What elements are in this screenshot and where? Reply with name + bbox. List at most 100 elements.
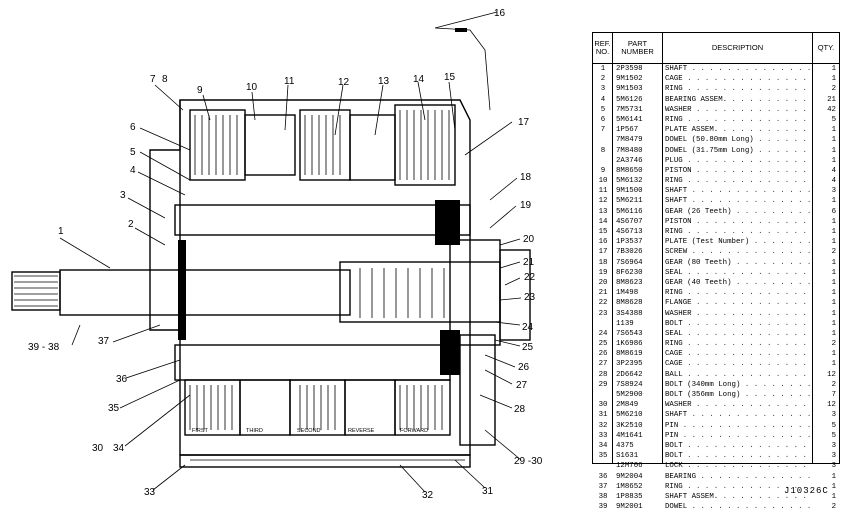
row-description: PLUG: [663, 156, 813, 166]
row-part-number: 1P567: [616, 126, 639, 135]
row-part-number: 12M706: [616, 462, 643, 471]
table-row: 29M1502CAGE1: [593, 74, 839, 84]
table-row: 251K6986RING2: [593, 339, 839, 349]
header-ref-no: REF. NO.: [593, 33, 613, 63]
callout-3: 3: [120, 190, 126, 201]
callout-17: 17: [518, 117, 530, 128]
callout-28: 28: [514, 404, 526, 415]
row-part-number: 9M2004: [616, 472, 643, 481]
row-qty: 12: [827, 401, 836, 410]
row-ref: 26: [598, 350, 608, 359]
row-description: PIN: [663, 421, 813, 431]
row-ref: 9: [600, 166, 606, 175]
row-qty: 3: [831, 462, 836, 471]
row-description: RING: [663, 115, 813, 125]
row-description: SHAFT: [663, 186, 813, 196]
row-ref: 4: [600, 95, 606, 104]
row-part-number: 9M1500: [616, 187, 643, 196]
header-part-number: PART NUMBER: [613, 33, 663, 63]
callout-18: 18: [520, 172, 532, 183]
row-description: PISTON: [663, 217, 813, 227]
row-ref: [593, 156, 613, 166]
table-row: 1139BOLT1: [593, 319, 839, 329]
callout-5: 5: [130, 147, 136, 158]
callout-30: 30: [92, 443, 104, 454]
row-description: BOLT (356mm Long): [663, 390, 813, 400]
row-ref: 25: [598, 340, 608, 349]
row-part-number: 4S6713: [616, 228, 643, 236]
table-row: 7M8479 DOWEL (50.80mm Long)1: [593, 135, 839, 145]
row-ref: 13: [598, 207, 608, 216]
row-ref: 38: [598, 492, 608, 501]
row-part-number: 1M8652: [616, 482, 643, 491]
callout-25: 25: [522, 342, 534, 353]
row-description: GEAR (80 Teeth): [663, 258, 813, 268]
table-row: 315M6210SHAFT3: [593, 410, 839, 420]
row-part-number: 1M498: [616, 289, 639, 298]
callout-13: 13: [378, 76, 390, 87]
row-description: BEARING: [663, 472, 813, 482]
callout-11: 11: [284, 76, 295, 87]
row-qty: 1: [831, 329, 836, 338]
callout-12: 12: [338, 77, 350, 88]
row-ref: 22: [598, 299, 608, 308]
row-ref: 31: [598, 411, 608, 420]
table-row: 369M2004BEARING1: [593, 472, 839, 482]
row-part-number: 4M1641: [616, 431, 643, 440]
table-row: 39M1503RING2: [593, 84, 839, 94]
table-row: 65M6141RING5: [593, 115, 839, 125]
row-description: DOWEL (50.80mm Long): [663, 135, 813, 145]
transmission-cross-section-drawing: FIRST THIRD SECOND REVERSE FORWARD: [11, 8, 543, 501]
row-part-number: 9M1502: [616, 75, 643, 84]
table-row: 302M849WASHER12: [593, 400, 839, 410]
row-part-number: 9M2001: [616, 503, 643, 512]
row-qty: 1: [831, 258, 836, 267]
callout-10: 10: [246, 82, 258, 93]
row-part-number: 7S6964: [616, 258, 643, 267]
row-description: WASHER: [663, 400, 813, 410]
row-description: BOLT (340mm Long): [663, 380, 813, 390]
row-ref: 33: [598, 431, 608, 440]
callout-19: 19: [520, 200, 532, 211]
row-ref: [593, 461, 613, 471]
row-description: CAGE: [663, 74, 813, 84]
table-row: 323K2510PIN5: [593, 421, 839, 431]
table-row: 282D6642BALL12: [593, 370, 839, 380]
row-description: SHAFT ASSEM.: [663, 492, 813, 502]
table-row: 119M1500SHAFT3: [593, 186, 839, 196]
row-description: GEAR (26 Teeth): [663, 207, 813, 217]
row-part-number: 4375: [616, 441, 634, 450]
row-description: FLANGE: [663, 298, 813, 308]
row-qty: 1: [831, 278, 836, 287]
table-row: 211M498RING1: [593, 288, 839, 298]
callout-1: 1: [58, 226, 64, 237]
row-ref: [593, 319, 613, 329]
row-qty: 3: [831, 452, 836, 461]
row-part-number: 1139: [616, 319, 634, 328]
row-ref: 1: [600, 65, 606, 73]
row-part-number: 8M8650: [616, 166, 643, 175]
row-qty: 1: [831, 65, 836, 73]
row-description: BOLT: [663, 441, 813, 451]
row-qty: 1: [831, 238, 836, 247]
callout-33: 33: [144, 487, 156, 498]
row-ref: 35: [598, 452, 608, 461]
row-description: WASHER: [663, 309, 813, 319]
row-qty: 5: [831, 431, 836, 440]
callout-16: 16: [494, 8, 506, 19]
row-ref: 21: [598, 289, 608, 298]
row-qty: 1: [831, 126, 836, 135]
header-qty: QTY.: [817, 43, 835, 52]
table-row: 154S6713RING1: [593, 227, 839, 237]
row-part-number: 2D6642: [616, 370, 643, 379]
row-qty: 1: [831, 75, 836, 84]
callout-29-30: 29 -30: [514, 456, 543, 467]
row-part-number: 2M849: [616, 401, 639, 410]
row-ref: 27: [598, 360, 608, 369]
callout-32: 32: [422, 490, 434, 501]
